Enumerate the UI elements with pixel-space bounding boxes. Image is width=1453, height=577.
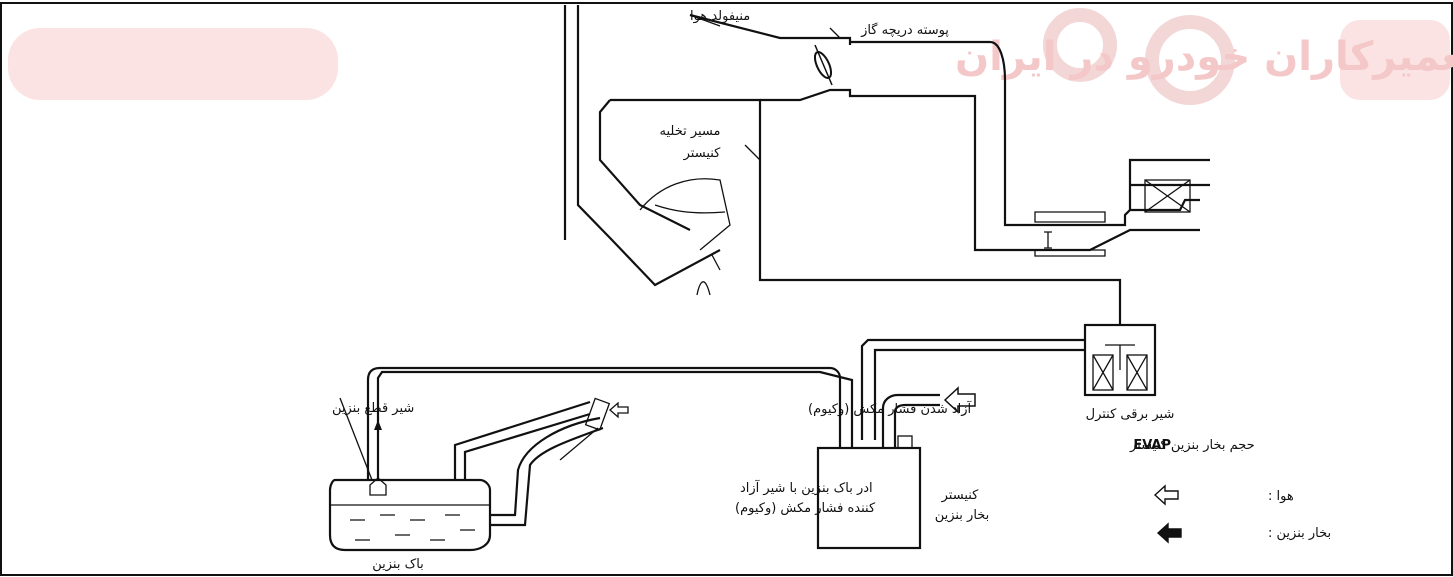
throttle-valve-icon	[813, 44, 833, 86]
legend-vapor-label: بخار بنزین :	[1268, 526, 1331, 541]
label-evap-valve-2: حجم بخار بنزین کنیستر	[1129, 438, 1255, 453]
label-evap-abbr: EVAP	[1133, 438, 1171, 453]
fuel-tank	[328, 397, 611, 552]
label-canister-2: بخار بنزین	[935, 508, 990, 523]
canister	[366, 366, 940, 550]
label-throttle-body: پوسته دریچه گاز	[860, 22, 949, 38]
label-fuel-tank: باک بنزین	[372, 557, 424, 572]
engine-outline	[639, 178, 731, 296]
label-intake-manifold: منیفولد هوا	[690, 9, 750, 24]
intake-manifold	[563, 5, 1210, 325]
label-canister-1: کنیستر	[941, 488, 980, 503]
air-inlet-arrow-icon	[943, 386, 976, 414]
watermark: اولین سامانه دیجیتال تعمیرکاران خودرو در…	[8, 8, 1453, 105]
purge-to-canister-pipe	[860, 338, 1085, 440]
label-tank-cap-1: ادر باک بنزین با شیر آزاد	[740, 479, 873, 496]
label-vacuum-relief: آزاد شدن فشار مکش (وکیوم)	[808, 400, 973, 417]
label-purge-line-1: مسیر تخلیه	[660, 124, 721, 139]
leader-line	[829, 27, 841, 39]
label-tank-cap-2: کننده فشار مکش (وکیوم)	[735, 501, 876, 516]
legend-air-label: هوا :	[1268, 489, 1294, 504]
labels: منیفولد هوا پوسته دریچه گاز مسیر تخلیه ک…	[332, 9, 1255, 572]
label-purge-line-2: کنیستر	[683, 146, 722, 161]
legend-air-arrow-icon	[1153, 484, 1179, 506]
vacuum-relief-arrow-icon	[609, 401, 629, 419]
leader-line	[689, 14, 721, 27]
watermark-logo-icon	[1145, 15, 1235, 105]
evap-purge-valve	[1083, 323, 1157, 397]
legend: هوا : بخار بنزین :	[1153, 484, 1331, 544]
legend-vapor-arrow-icon	[1156, 522, 1182, 544]
purge-line	[744, 144, 761, 161]
watermark-text: اولین سامانه دیجیتال تعمیرکاران خودرو در…	[955, 34, 1453, 80]
watermark-logo-icon	[1043, 8, 1117, 82]
label-evap-valve-1: شیر برقی کنترل	[1086, 407, 1175, 422]
label-fuel-cut-valve: شیر قطع بنزین	[332, 401, 414, 416]
